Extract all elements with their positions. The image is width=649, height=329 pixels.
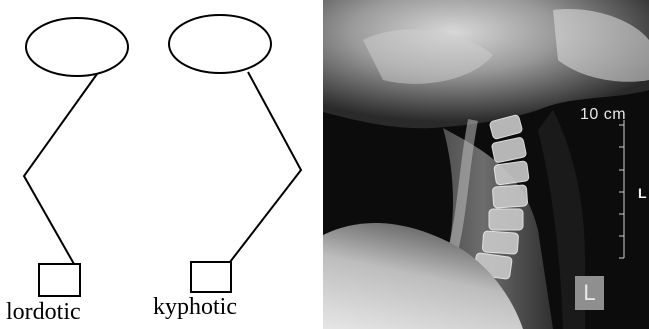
kyphotic-head-ellipse xyxy=(169,15,271,73)
spine-curvature-diagrams xyxy=(0,0,320,329)
lordotic-diagram xyxy=(24,18,128,296)
side-marker: L xyxy=(575,276,604,310)
lordotic-caption: lordotic xyxy=(6,300,81,324)
lordotic-base-square xyxy=(39,264,80,296)
side-marker-letter: L xyxy=(583,282,595,304)
scale-label: 10 cm xyxy=(580,106,626,124)
kyphotic-diagram xyxy=(169,15,301,292)
cervical-spine-xray: 10 cm L L xyxy=(323,0,649,329)
edge-label: L xyxy=(638,185,647,201)
lordotic-head-ellipse xyxy=(26,18,128,76)
kyphotic-spine-line xyxy=(230,72,301,262)
kyphotic-base-square xyxy=(191,262,231,292)
lordotic-spine-line xyxy=(24,74,97,264)
kyphotic-caption: kyphotic xyxy=(153,295,237,319)
